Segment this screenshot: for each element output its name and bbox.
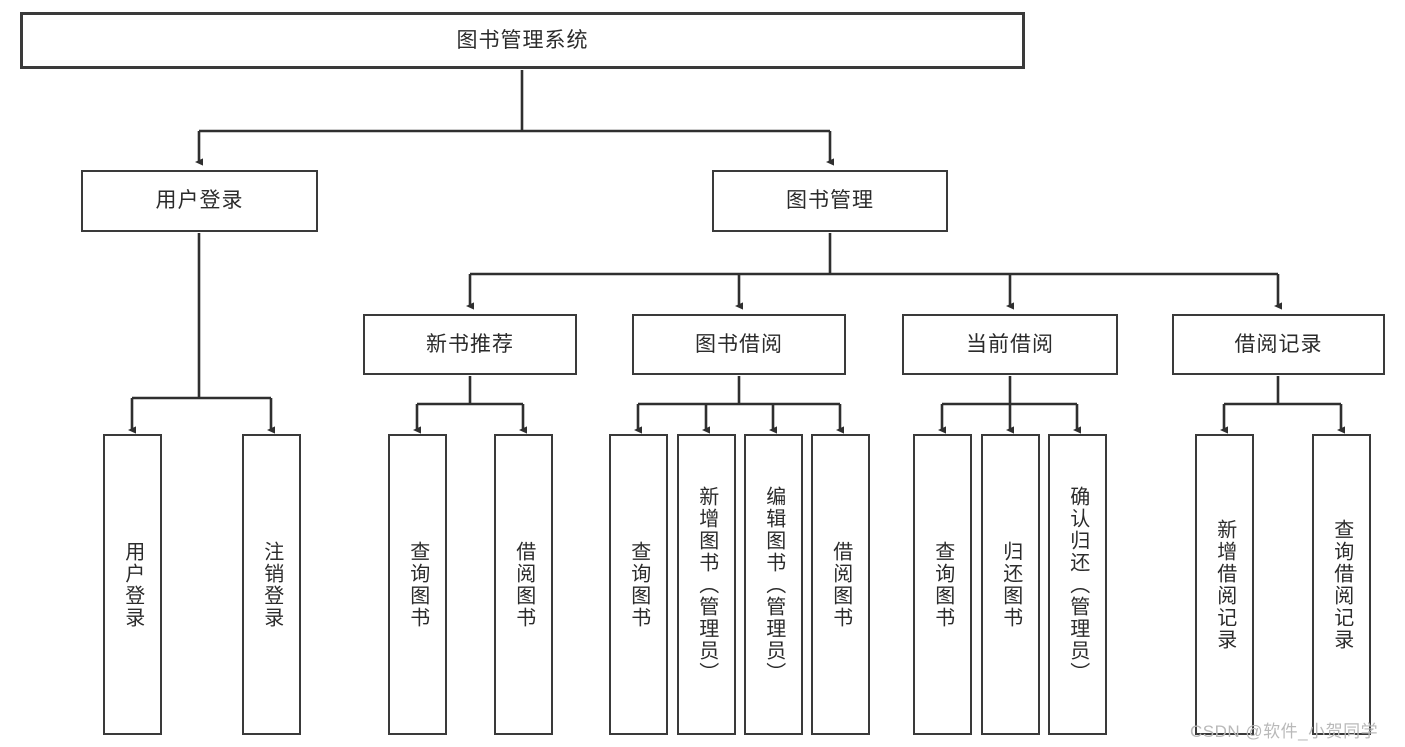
node-label: 新书推荐 xyxy=(426,332,514,356)
node-label: 图书管理 xyxy=(786,189,874,213)
node-borrow-record[interactable]: 借阅记录 xyxy=(1172,314,1385,375)
node-book-management[interactable]: 图书管理 xyxy=(712,170,948,232)
leaf-current-return-book[interactable]: 归还图书 xyxy=(981,434,1040,735)
leaf-record-add-record[interactable]: 新增借阅记录 xyxy=(1195,434,1254,735)
node-label: 当前借阅 xyxy=(966,332,1054,356)
node-label: 借阅图书 xyxy=(512,540,535,629)
node-new-book-recommend[interactable]: 新书推荐 xyxy=(363,314,577,375)
node-label: 编辑图书（管理员） xyxy=(762,485,785,684)
node-label: 图书管理系统 xyxy=(456,28,589,52)
node-user-login[interactable]: 用户登录 xyxy=(81,170,318,232)
leaf-recommend-query-book[interactable]: 查询图书 xyxy=(388,434,447,735)
node-label: 查询图书 xyxy=(406,540,429,629)
leaf-current-confirm-return-admin[interactable]: 确认归还（管理员） xyxy=(1048,434,1107,735)
leaf-borrow-query-book[interactable]: 查询图书 xyxy=(609,434,668,735)
leaf-borrow-edit-book-admin[interactable]: 编辑图书（管理员） xyxy=(744,434,803,735)
leaf-record-query-record[interactable]: 查询借阅记录 xyxy=(1312,434,1371,735)
node-label: 借阅图书 xyxy=(829,540,852,629)
leaf-borrow-add-book-admin[interactable]: 新增图书（管理员） xyxy=(677,434,736,735)
node-label: 图书借阅 xyxy=(695,332,783,356)
node-book-borrow[interactable]: 图书借阅 xyxy=(632,314,846,375)
node-label: 查询借阅记录 xyxy=(1330,518,1353,651)
node-label: 确认归还（管理员） xyxy=(1066,485,1089,684)
csdn-watermark: CSDN @软件_小贺同学 xyxy=(1190,722,1379,741)
node-label: 借阅记录 xyxy=(1234,332,1323,356)
leaf-borrow-borrow-book[interactable]: 借阅图书 xyxy=(811,434,870,735)
node-label: 查询图书 xyxy=(931,540,954,629)
node-label: 用户登录 xyxy=(155,189,244,213)
node-label: 新增图书（管理员） xyxy=(695,485,718,684)
node-label: 新增借阅记录 xyxy=(1213,518,1236,651)
node-root-book-management-system[interactable]: 图书管理系统 xyxy=(20,12,1025,69)
node-label: 注销登录 xyxy=(260,540,283,629)
leaf-user-login-logout[interactable]: 注销登录 xyxy=(242,434,301,735)
node-label: 查询图书 xyxy=(627,540,650,629)
leaf-recommend-borrow-book[interactable]: 借阅图书 xyxy=(494,434,553,735)
node-current-borrow[interactable]: 当前借阅 xyxy=(902,314,1118,375)
leaf-user-login-login[interactable]: 用户登录 xyxy=(103,434,162,735)
node-label: 归还图书 xyxy=(999,540,1022,629)
leaf-current-query-book[interactable]: 查询图书 xyxy=(913,434,972,735)
node-label: 用户登录 xyxy=(121,540,144,629)
